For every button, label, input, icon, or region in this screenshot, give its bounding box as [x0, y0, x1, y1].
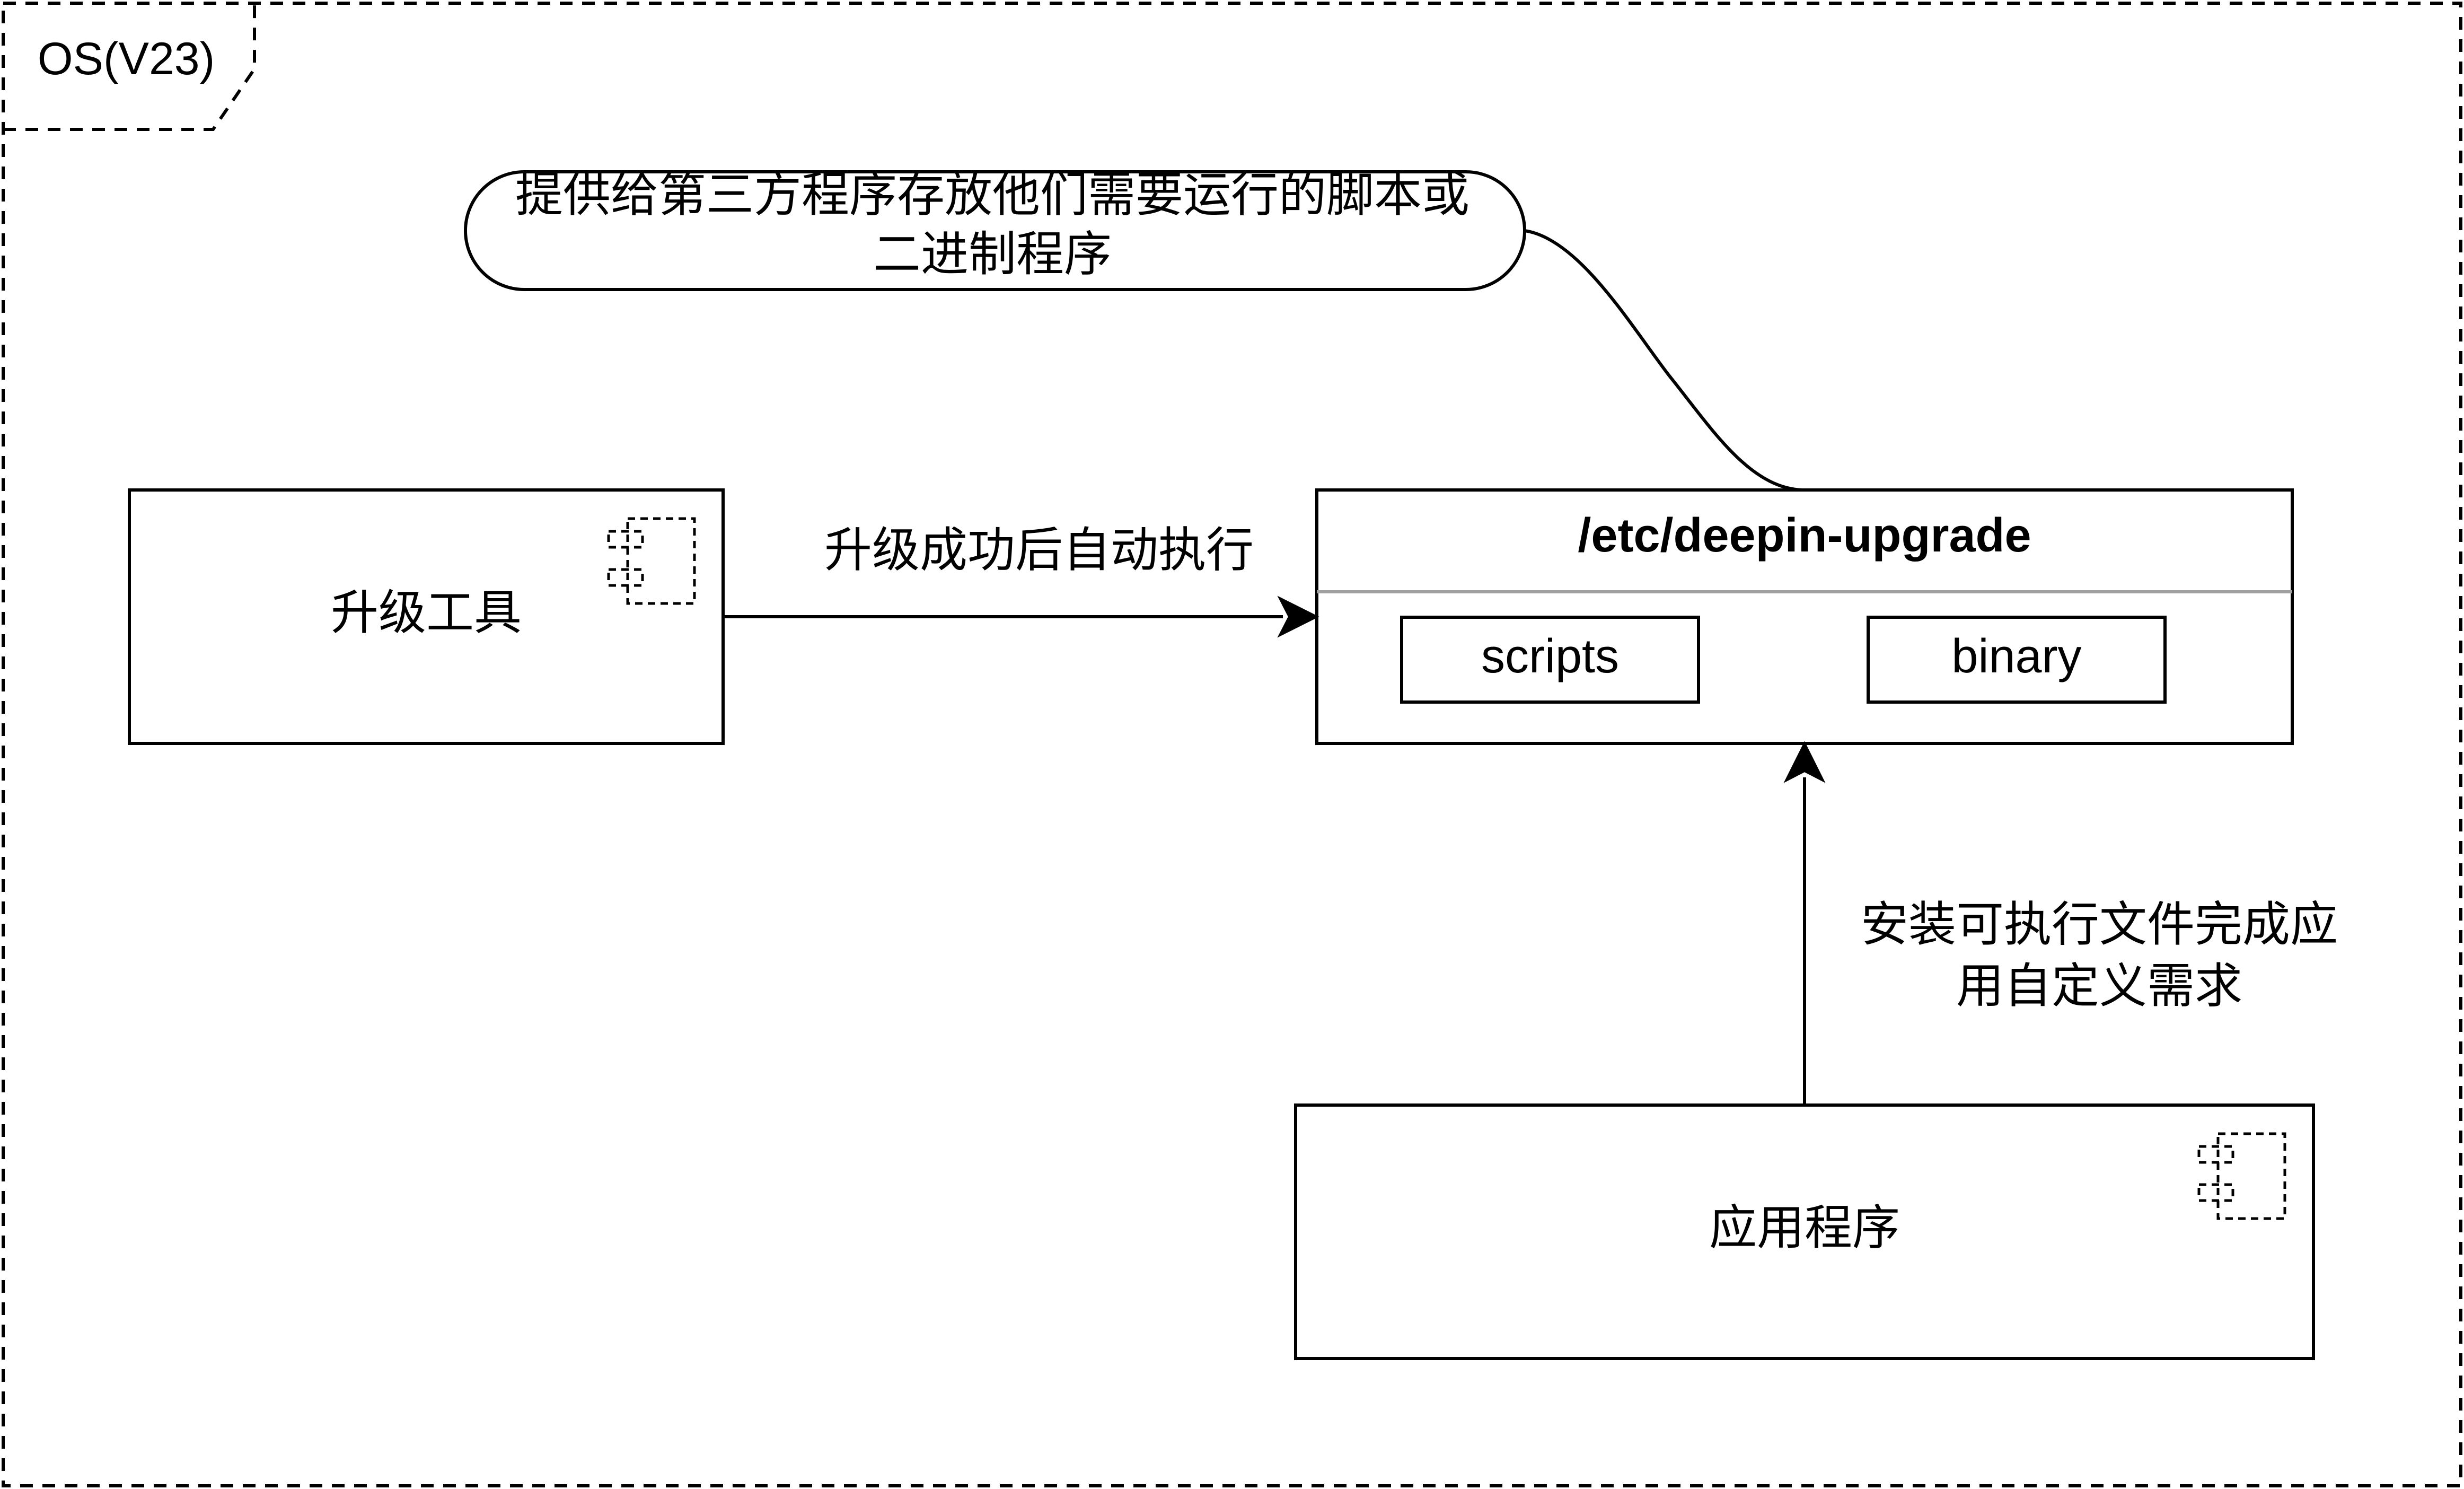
upgrade-tool-label: 升级工具 [331, 585, 522, 641]
note-line-1: 提供给第三方程序存放他们需要运行的脚本或 [515, 167, 1469, 223]
binary-box [1867, 616, 2167, 704]
arrowhead-icon [1277, 595, 1319, 638]
os-frame-label: OS(V23) [38, 33, 215, 84]
edge-app-to-deepin: 安装可执行文件完成应 用自定义需求 [1783, 741, 2338, 1105]
component-icon [2197, 1132, 2286, 1220]
edge-upgrade-label: 升级成功后自动执行 [824, 522, 1254, 578]
edge-app-label-line-1: 安装可执行文件完成应 [1861, 897, 2338, 952]
note-line-2: 二进制程序 [873, 226, 1112, 282]
edge-app-label-line-2: 用自定义需求 [1956, 958, 2242, 1014]
os-frame-tab [3, 3, 256, 131]
application-label: 应用程序 [1709, 1200, 1900, 1256]
upgrade-tool-component: 升级工具 [128, 488, 725, 745]
note-connector [1524, 229, 1803, 492]
application-box [1294, 1103, 2315, 1360]
deepin-upgrade-title: /etc/deepin-upgrade [1578, 509, 2031, 562]
application-component: 应用程序 [1294, 1103, 2315, 1360]
edge-upgrade-to-deepin: 升级成功后自动执行 [723, 522, 1319, 638]
deepin-upgrade-container: /etc/deepin-upgrade scripts binary [1315, 488, 2294, 745]
scripts-box [1400, 616, 1700, 704]
binary-label: binary [1951, 630, 2081, 683]
note-callout: 提供给第三方程序存放他们需要运行的脚本或 二进制程序 [464, 167, 1526, 291]
component-icon [607, 517, 696, 605]
arrowhead-icon [1783, 741, 1826, 783]
scripts-label: scripts [1481, 630, 1619, 683]
